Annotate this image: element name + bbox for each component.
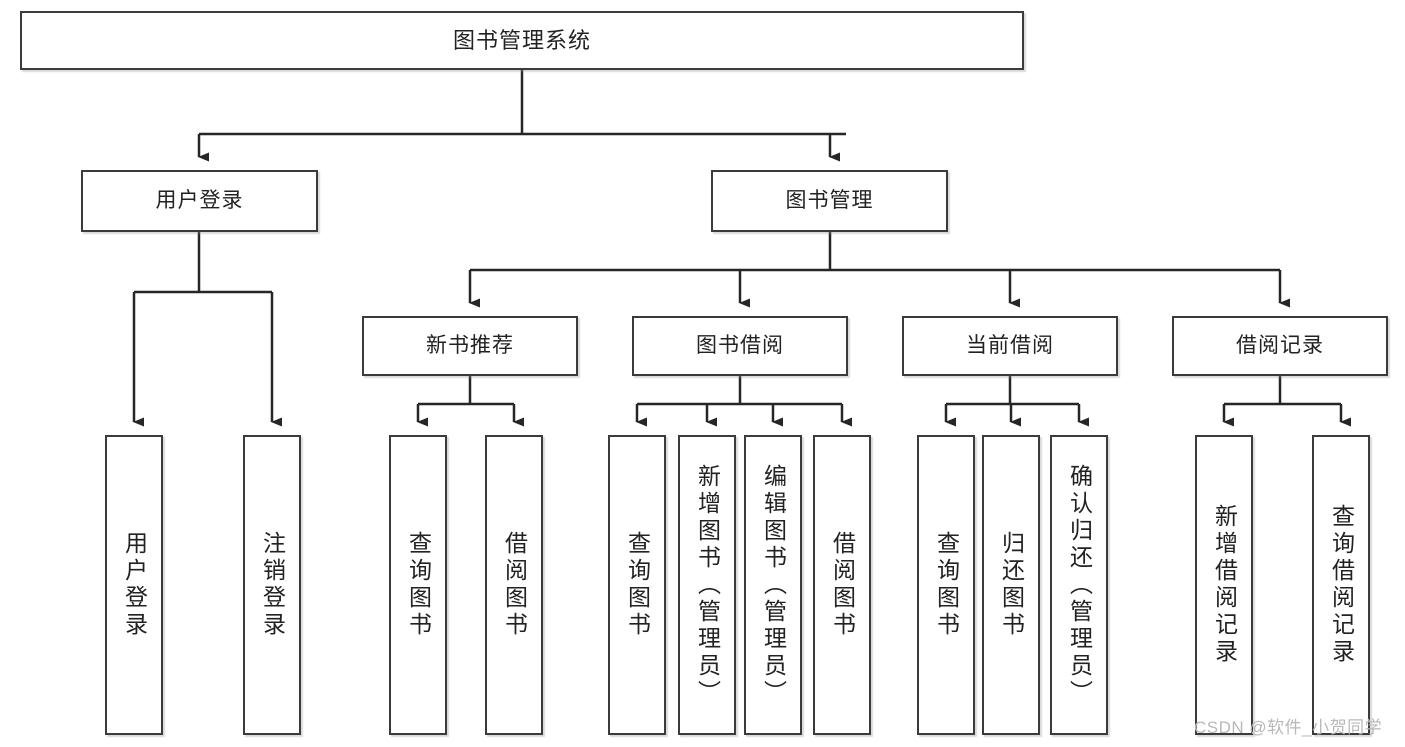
node-label: 新增借阅记录: [1211, 504, 1238, 666]
leaf-user-login-login[interactable]: 用户登录: [105, 435, 163, 735]
node-label: 新书推荐: [426, 333, 514, 357]
node-label: 编辑图书（管理员）: [760, 463, 787, 707]
leaf-book-borrow-borrow[interactable]: 借阅图书: [813, 435, 871, 735]
node-label: 图书管理: [785, 188, 874, 212]
leaf-current-borrow-confirm-return[interactable]: 确认归还（管理员）: [1050, 435, 1108, 735]
leaf-book-borrow-edit[interactable]: 编辑图书（管理员）: [744, 435, 802, 735]
node-label: 确认归还（管理员）: [1066, 463, 1093, 707]
node-label: 图书管理系统: [452, 27, 591, 53]
leaf-book-borrow-query[interactable]: 查询图书: [608, 435, 666, 735]
node-label: 用户登录: [155, 188, 244, 212]
node-label: 注销登录: [259, 531, 286, 639]
node-borrow-records[interactable]: 借阅记录: [1172, 316, 1388, 376]
leaf-book-borrow-add[interactable]: 新增图书（管理员）: [678, 435, 736, 735]
node-label: 图书借阅: [696, 333, 784, 357]
node-label: 查询图书: [933, 531, 960, 639]
leaf-borrow-records-add[interactable]: 新增借阅记录: [1195, 435, 1253, 735]
leaf-new-book-borrow[interactable]: 借阅图书: [485, 435, 543, 735]
leaf-new-book-query[interactable]: 查询图书: [389, 435, 447, 735]
node-label: 归还图书: [998, 531, 1025, 639]
node-new-book-recommend[interactable]: 新书推荐: [362, 316, 578, 376]
node-current-borrow[interactable]: 当前借阅: [902, 316, 1118, 376]
node-label: 查询图书: [405, 531, 432, 639]
node-label: 新增图书（管理员）: [694, 463, 721, 707]
node-book-borrow[interactable]: 图书借阅: [632, 316, 848, 376]
node-label: 借阅图书: [501, 531, 528, 639]
node-user-login[interactable]: 用户登录: [81, 170, 318, 232]
leaf-current-borrow-query[interactable]: 查询图书: [917, 435, 975, 735]
node-label: 用户登录: [121, 531, 148, 639]
leaf-current-borrow-return[interactable]: 归还图书: [982, 435, 1040, 735]
node-label: 查询借阅记录: [1328, 504, 1355, 666]
node-label: 当前借阅: [966, 333, 1054, 357]
node-root-book-management-system[interactable]: 图书管理系统: [20, 11, 1024, 70]
leaf-borrow-records-query[interactable]: 查询借阅记录: [1312, 435, 1370, 735]
leaf-user-login-logout[interactable]: 注销登录: [243, 435, 301, 735]
node-book-management[interactable]: 图书管理: [711, 170, 948, 232]
node-label: 查询图书: [624, 531, 651, 639]
node-label: 借阅记录: [1236, 333, 1324, 357]
node-label: 借阅图书: [829, 531, 856, 639]
